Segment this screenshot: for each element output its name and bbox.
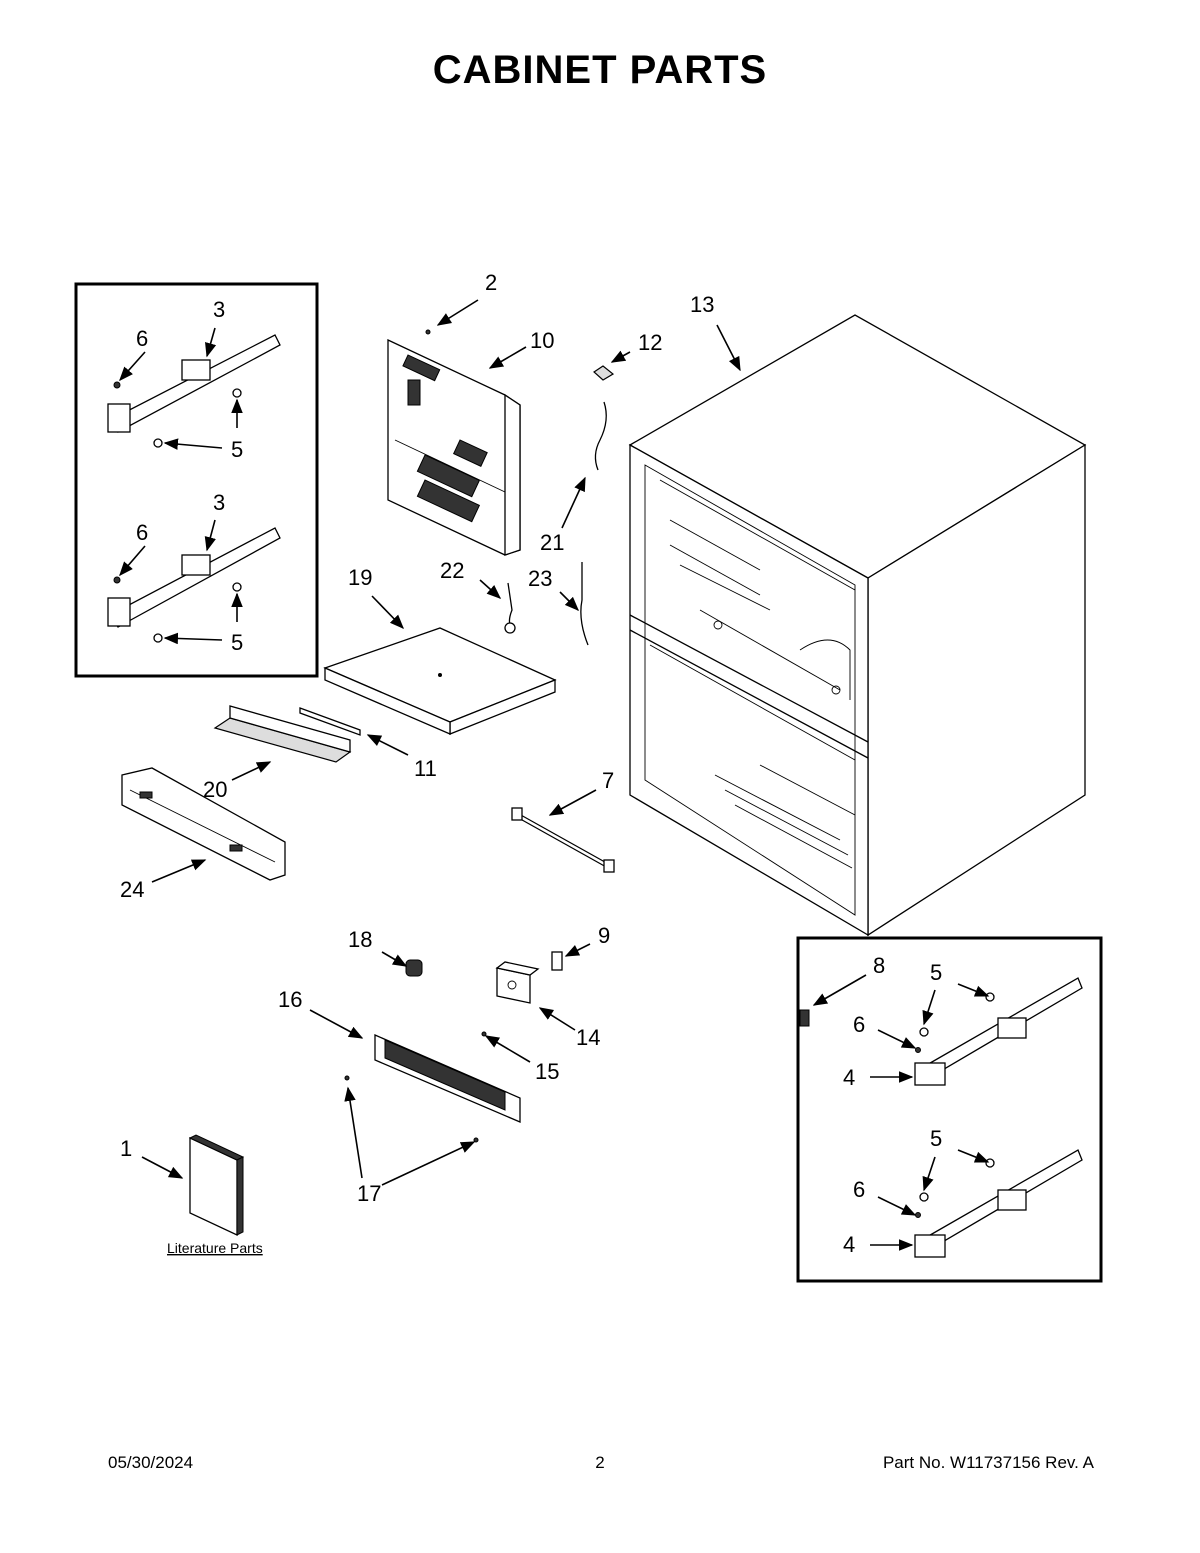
callout-3: 3	[213, 297, 225, 322]
callout-22: 22	[440, 558, 464, 583]
housing-14	[495, 961, 540, 1004]
screws	[344, 329, 487, 1143]
callout-6: 6	[853, 1012, 865, 1037]
callout-24: 24	[120, 877, 144, 902]
callout-21: 21	[540, 530, 564, 555]
callout-7: 7	[602, 768, 614, 793]
callout-6: 6	[853, 1177, 865, 1202]
callout-5: 5	[231, 630, 243, 655]
page-title: CABINET PARTS	[432, 48, 768, 92]
callout-8: 8	[873, 953, 885, 978]
callout-19: 19	[348, 565, 372, 590]
slide-rail-upper-left	[107, 334, 281, 448]
grille-16	[374, 1034, 521, 1123]
callout-15: 15	[535, 1059, 559, 1084]
footer-part-number: Part No. W11737156 Rev. A	[882, 1453, 1094, 1472]
callout-17: 17	[357, 1181, 381, 1206]
callout-11: 11	[414, 756, 437, 781]
knob-18	[405, 959, 423, 977]
left-inset-frame	[74, 282, 319, 678]
slide-rail-lower-left	[107, 527, 281, 643]
callout-18: 18	[348, 927, 372, 952]
callout-23: 23	[528, 566, 552, 591]
front-rail-part	[121, 767, 286, 881]
support-rod-part	[511, 807, 615, 873]
clip-9	[551, 951, 563, 971]
slide-rail-upper-right	[799, 977, 1083, 1086]
callout-6: 6	[136, 326, 148, 351]
sensor-22	[504, 582, 516, 634]
callout-5: 5	[231, 437, 243, 462]
leader-arrows	[119, 299, 990, 1251]
callout-labels: 1 2 3 3 4 4 5 5 5 5 6 6 6 6 7 8 9 10 11 …	[120, 270, 942, 1257]
clip-part-12	[593, 365, 615, 381]
callout-4: 4	[843, 1232, 855, 1257]
bracket-bar-part	[299, 707, 361, 736]
callout-1: 1	[120, 1136, 132, 1161]
trough-part	[213, 705, 352, 763]
evaporator-cover-part	[387, 338, 521, 556]
callout-12: 12	[638, 330, 662, 355]
right-inset-frame	[796, 936, 1103, 1283]
callout-5: 5	[930, 960, 942, 985]
callout-10: 10	[530, 328, 554, 353]
cabinet-part	[628, 314, 1087, 937]
callout-9: 9	[598, 923, 610, 948]
shelf-part	[323, 627, 557, 735]
callout-5: 5	[930, 1126, 942, 1151]
footer-date: 05/30/2024	[108, 1453, 194, 1472]
literature-parts-label: Literature Parts	[167, 1240, 263, 1256]
callout-16: 16	[278, 987, 302, 1012]
callout-13: 13	[690, 292, 714, 317]
sensor-wire-21	[594, 401, 607, 471]
callout-14: 14	[576, 1025, 600, 1050]
slide-rail-lower-right	[914, 1149, 1083, 1258]
footer-page-number: 2	[595, 1453, 605, 1472]
callout-3: 3	[213, 490, 225, 515]
callout-4: 4	[843, 1065, 855, 1090]
callout-2: 2	[485, 270, 497, 295]
sensor-wire-23	[580, 562, 589, 646]
literature-book	[188, 1134, 245, 1237]
callout-20: 20	[203, 777, 227, 802]
callout-6: 6	[136, 520, 148, 545]
